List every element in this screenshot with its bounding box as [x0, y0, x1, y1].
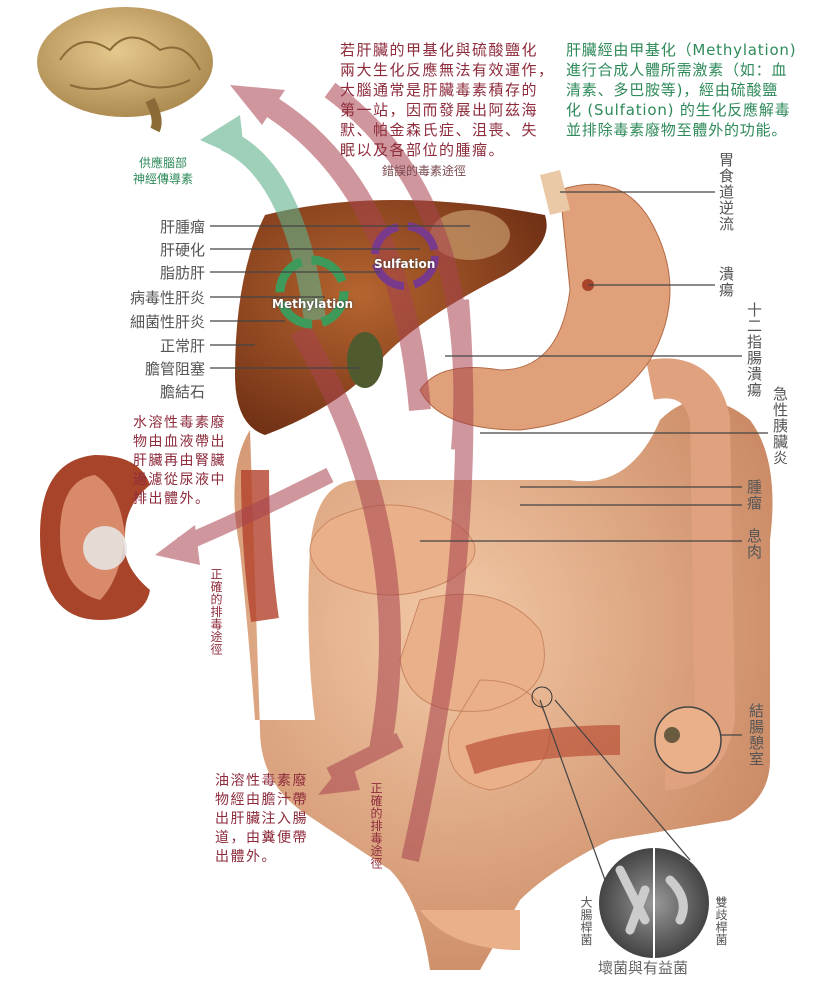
text-line: 兩大生化反應無法有效運作，	[340, 61, 555, 79]
intestines-image	[234, 358, 773, 970]
brain-supply-label: 供應腦部 神經傳導素	[133, 155, 193, 187]
text-line: 默、帕金森氏症、沮喪、失	[340, 121, 539, 139]
brain-supply-arrow	[200, 115, 326, 322]
correct-path-label-bowel: 正確的排毒途徑	[369, 782, 383, 870]
label-cirrhosis: 肝硬化	[159, 241, 205, 259]
label-acute-pancreatitis: 急性胰臟炎	[771, 386, 789, 466]
correct-path-label-kidney: 正確的排毒途徑	[209, 568, 223, 656]
text-line: 道，由糞便帶	[215, 830, 308, 846]
text-line: 供應腦部	[139, 156, 188, 170]
label-gerd: 胃食道逆流	[717, 152, 735, 232]
label-bifidobacterium: 雙歧桿菌	[714, 896, 728, 946]
diverticulum-inset	[654, 706, 722, 774]
text-line: 肝臟經由甲基化（Methylation)	[566, 41, 797, 59]
leader-lines	[210, 191, 768, 881]
label-tumor: 腫瘤	[745, 479, 763, 511]
label-duodenal-ulcer: 十二指腸潰瘍	[745, 302, 763, 398]
methylation-cycle-icon	[275, 255, 349, 329]
text-line: 化 (Sulfation) 的生化反應解毒	[566, 101, 791, 119]
wrong-path-label: 錯誤的毒素途徑	[382, 164, 467, 178]
label-normal-liver: 正常肝	[159, 337, 205, 355]
label-bacterial-hepatitis: 細菌性肝炎	[129, 313, 205, 331]
liver-function-text: 肝臟經由甲基化（Methylation) 進行合成人體所需激素（如：血 清素、多…	[566, 40, 796, 140]
sulfation-cycle-icon	[371, 222, 439, 290]
text-line: 眠以及各部位的腫瘤。	[340, 141, 506, 159]
brain-image	[37, 7, 213, 133]
text-line: 神經傳導素	[133, 172, 194, 186]
text-line: 出肝臟注入腸	[215, 811, 308, 827]
text-line: 出體外。	[215, 849, 277, 865]
bacteria-micrograph	[599, 848, 709, 958]
text-line: 並排除毒素廢物至體外的功能。	[566, 121, 788, 139]
text-line: 水溶性毒素廢	[133, 415, 226, 431]
label-diverticulum: 結腸憩室	[747, 703, 765, 767]
text-line: 過濾從尿液中	[133, 472, 226, 488]
bacteria-caption: 壞菌與有益菌	[598, 959, 689, 977]
label-viral-hepatitis: 病毒性肝炎	[129, 289, 205, 307]
label-liver-tumor: 肝腫瘤	[159, 218, 205, 236]
text-line: 物由血液帶出	[133, 434, 226, 450]
stomach-image	[419, 170, 671, 431]
label-gallstones: 膽結石	[159, 383, 205, 401]
text-line: 油溶性毒素廢	[215, 773, 308, 789]
methylation-label: Methylation	[272, 297, 354, 311]
label-polyp: 息肉	[745, 528, 763, 560]
sulfation-label: Sulfation	[374, 257, 436, 271]
text-line: 肝臟再由腎臟	[133, 453, 226, 469]
label-fatty-liver: 脂肪肝	[159, 264, 205, 282]
water-soluble-text: 水溶性毒素廢 物由血液帶出 肝臟再由腎臟 過濾從尿液中 排出體外。	[133, 414, 226, 509]
fat-soluble-text: 油溶性毒素廢 物經由膽汁帶 出肝臟注入腸 道，由糞便帶 出體外。	[215, 772, 308, 867]
text-line: 排出體外。	[133, 491, 211, 507]
text-line: 清素、多巴胺等)，經由硫酸鹽	[566, 81, 779, 99]
label-ecoli: 大腸桿菌	[579, 896, 593, 946]
kidney-image	[40, 455, 150, 620]
toxin-arrows	[155, 82, 474, 862]
text-line: 物經由膽汁帶	[215, 792, 308, 808]
label-ulcer: 潰瘍	[717, 266, 735, 298]
label-bile-duct-obstruction: 膽管阻塞	[144, 360, 205, 378]
liver-failure-text: 若肝臟的甲基化與硫酸鹽化 兩大生化反應無法有效運作， 大腦通常是肝臟毒素積存的 …	[340, 40, 555, 160]
text-line: 大腦通常是肝臟毒素積存的	[340, 81, 539, 99]
text-line: 第一站，因而發展出阿茲海	[340, 101, 539, 119]
text-line: 若肝臟的甲基化與硫酸鹽化	[340, 41, 539, 59]
text-line: 進行合成人體所需激素（如：血	[566, 61, 788, 79]
